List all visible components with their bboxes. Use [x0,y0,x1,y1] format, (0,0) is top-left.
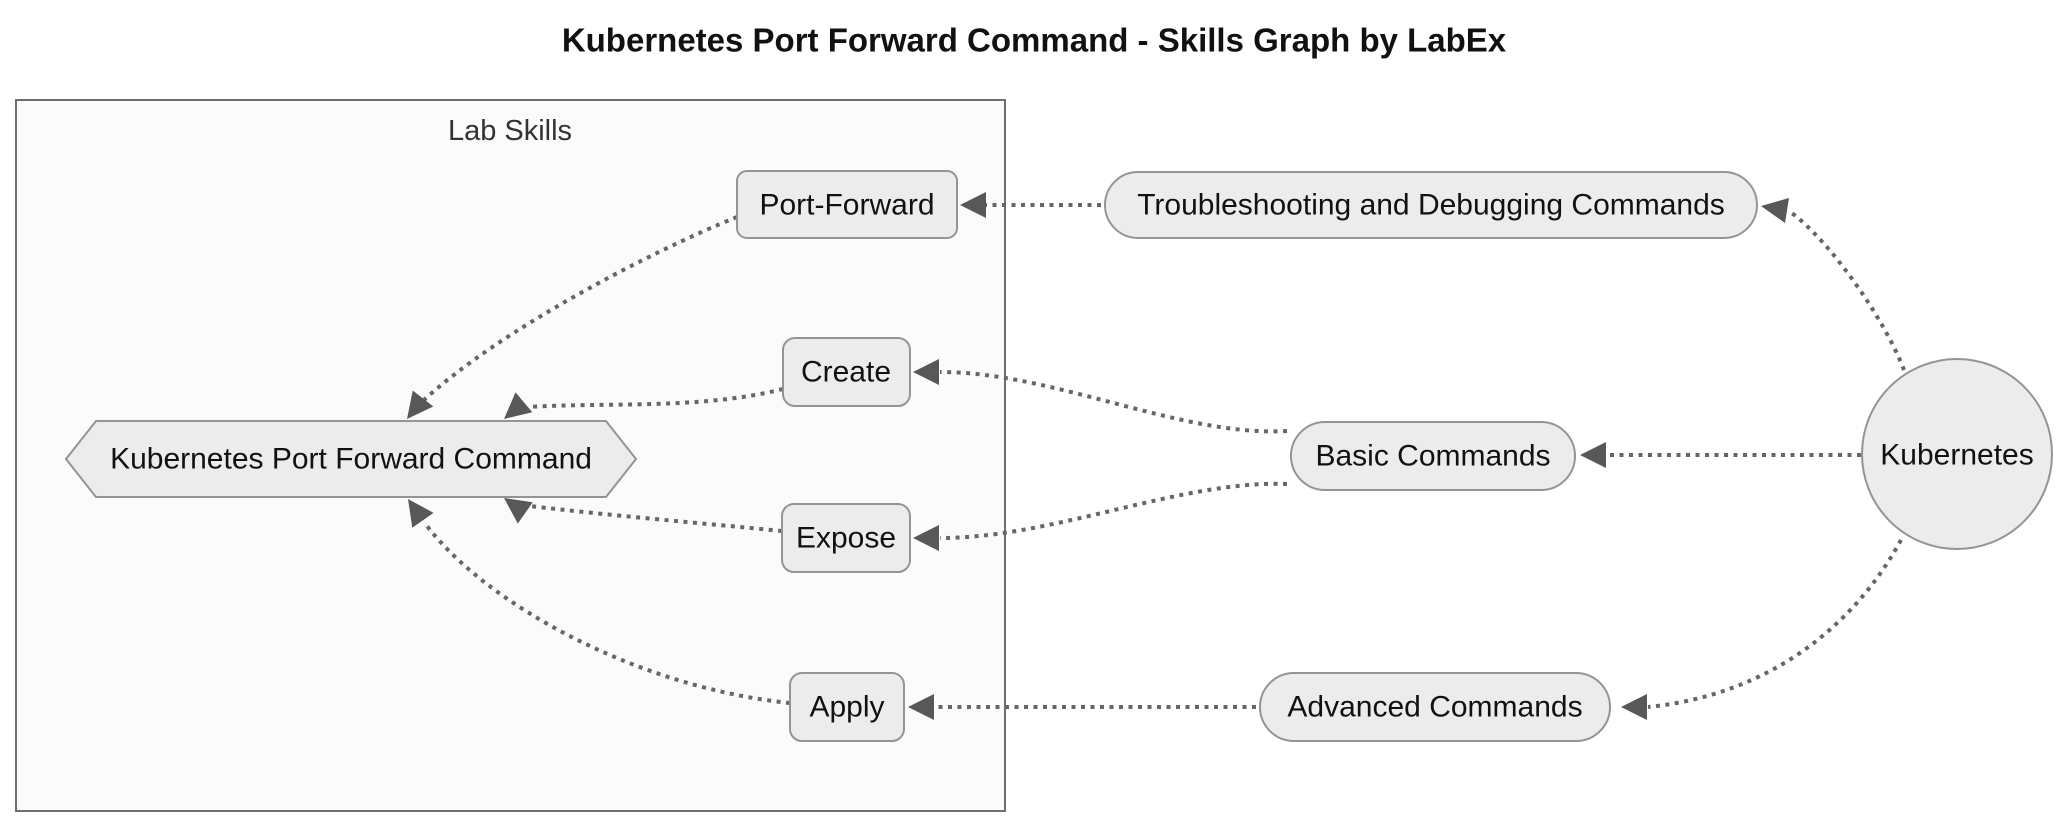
rounded-rect-shape [782,337,911,407]
rounded-rect-shape [789,672,905,742]
stadium-shape [1259,672,1611,742]
arrowhead [908,694,934,720]
edge-troubleshooting-to-port-forward [960,192,1101,218]
edge-port-forward-to-kpfc [407,215,738,419]
arrowhead [913,359,939,385]
edge-line [1787,209,1906,371]
edge-expose-to-kpfc [504,498,783,533]
node-apply: Apply [789,672,905,742]
circle-shape [1861,358,2053,550]
edge-line [1647,539,1903,709]
edge-kubernetes-to-troubleshooting [1761,198,1906,371]
cluster-lab-skills-label: Lab Skills [448,115,572,147]
edge-line [422,520,791,705]
rounded-rect-shape [781,503,911,573]
edge-basic-commands-to-create [913,359,1288,434]
node-label: Troubleshooting and Debugging Commands [1137,189,1725,222]
arrowhead [1580,442,1606,468]
node-label: Create [801,356,891,389]
edge-line [529,504,783,533]
node-label: Expose [796,522,896,555]
node-port-forward: Port-Forward [736,170,958,239]
rounded-rect-shape [736,170,958,239]
node-kubernetes: Kubernetes [1861,358,2053,550]
node-label: Kubernetes Port Forward Command [110,443,592,476]
node-create: Create [782,337,911,407]
edge-line [422,215,738,402]
stadium-shape [1290,421,1576,491]
node-kubernetes-port-forward-command: Kubernetes Port Forward Command [64,420,638,498]
edge-line [939,370,1288,434]
edge-kubernetes-to-basic-commands [1580,442,1861,468]
edge-apply-to-kpfc [408,499,791,705]
node-label: Apply [809,691,884,724]
arrowhead [504,392,533,419]
node-label: Advanced Commands [1287,691,1582,724]
node-label: Port-Forward [759,189,934,222]
edge-line [939,481,1288,540]
edge-create-to-kpfc [504,387,784,419]
arrowhead [913,525,939,551]
stadium-shape [1104,171,1758,239]
hexagon-shape [64,420,638,498]
arrowhead [1761,198,1789,223]
diagram-title: Kubernetes Port Forward Command - Skills… [562,22,1507,59]
node-basic-commands: Basic Commands [1290,421,1576,491]
arrowhead [407,390,434,419]
arrowhead [1621,694,1647,720]
node-advanced-commands: Advanced Commands [1259,672,1611,742]
arrowhead [504,498,533,524]
node-label: Basic Commands [1315,440,1550,473]
arrowhead [408,499,434,528]
node-expose: Expose [781,503,911,573]
arrowhead [960,192,986,218]
node-label: Kubernetes [1880,439,2033,472]
edge-basic-commands-to-expose [913,481,1288,551]
edge-advanced-commands-to-apply [908,694,1256,720]
edge-kubernetes-to-advanced-commands [1621,539,1903,720]
node-troubleshooting-and-debugging-commands: Troubleshooting and Debugging Commands [1104,171,1758,239]
